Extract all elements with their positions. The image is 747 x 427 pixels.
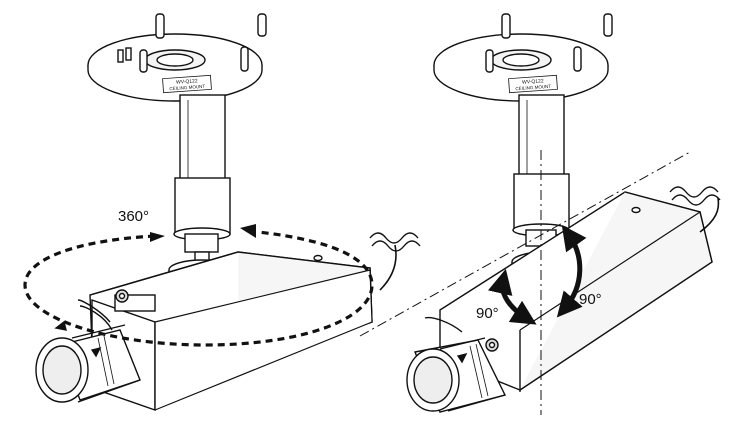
rotation-arrow-right-icon bbox=[240, 224, 256, 238]
cable-wavy-symbol-right bbox=[669, 186, 721, 206]
pan-label-90: 90° bbox=[476, 305, 499, 322]
rotation-360-indicator bbox=[23, 224, 374, 347]
ceiling-mount-plate-right: WV-Q122 CEILING MOUNT bbox=[433, 13, 613, 102]
plate-label-right-line1: WV-Q122 bbox=[522, 78, 544, 86]
plate-label: WV-Q122 CEILING MOUNT bbox=[162, 74, 212, 94]
rotation-label-360: 360° bbox=[118, 208, 149, 225]
plate-label-line2: CEILING MOUNT bbox=[169, 84, 205, 91]
camera-lens-right bbox=[406, 337, 507, 413]
pan-arrow-icon bbox=[488, 268, 537, 325]
plate-label-right-line2: CEILING MOUNT bbox=[515, 84, 551, 91]
mounting-pins-right bbox=[485, 13, 613, 73]
plate-label-line1: WV-Q122 bbox=[176, 78, 198, 86]
camera-cable bbox=[379, 244, 397, 291]
cable-wavy-symbol bbox=[369, 232, 421, 252]
right-figure: WV-Q122 CEILING MOUNT bbox=[406, 13, 721, 413]
camera-cable-right bbox=[699, 197, 720, 233]
axis-lines bbox=[359, 150, 691, 415]
rotation-arrows-right bbox=[488, 224, 587, 325]
rotation-arrow-left-icon bbox=[150, 232, 165, 242]
tilt-label-90: 90° bbox=[579, 291, 602, 308]
mount-pole bbox=[173, 94, 231, 265]
plate-label-right: WV-Q122 CEILING MOUNT bbox=[508, 74, 558, 94]
mounting-pins bbox=[117, 13, 267, 73]
diagonal-tilt-axis bbox=[359, 151, 691, 337]
tilt-arrow-icon bbox=[556, 224, 587, 318]
camera-lens bbox=[35, 320, 141, 403]
left-figure: WV-Q122 CEILING MOUNT bbox=[23, 13, 421, 411]
ceiling-mount-plate: WV-Q122 CEILING MOUNT bbox=[87, 13, 267, 102]
